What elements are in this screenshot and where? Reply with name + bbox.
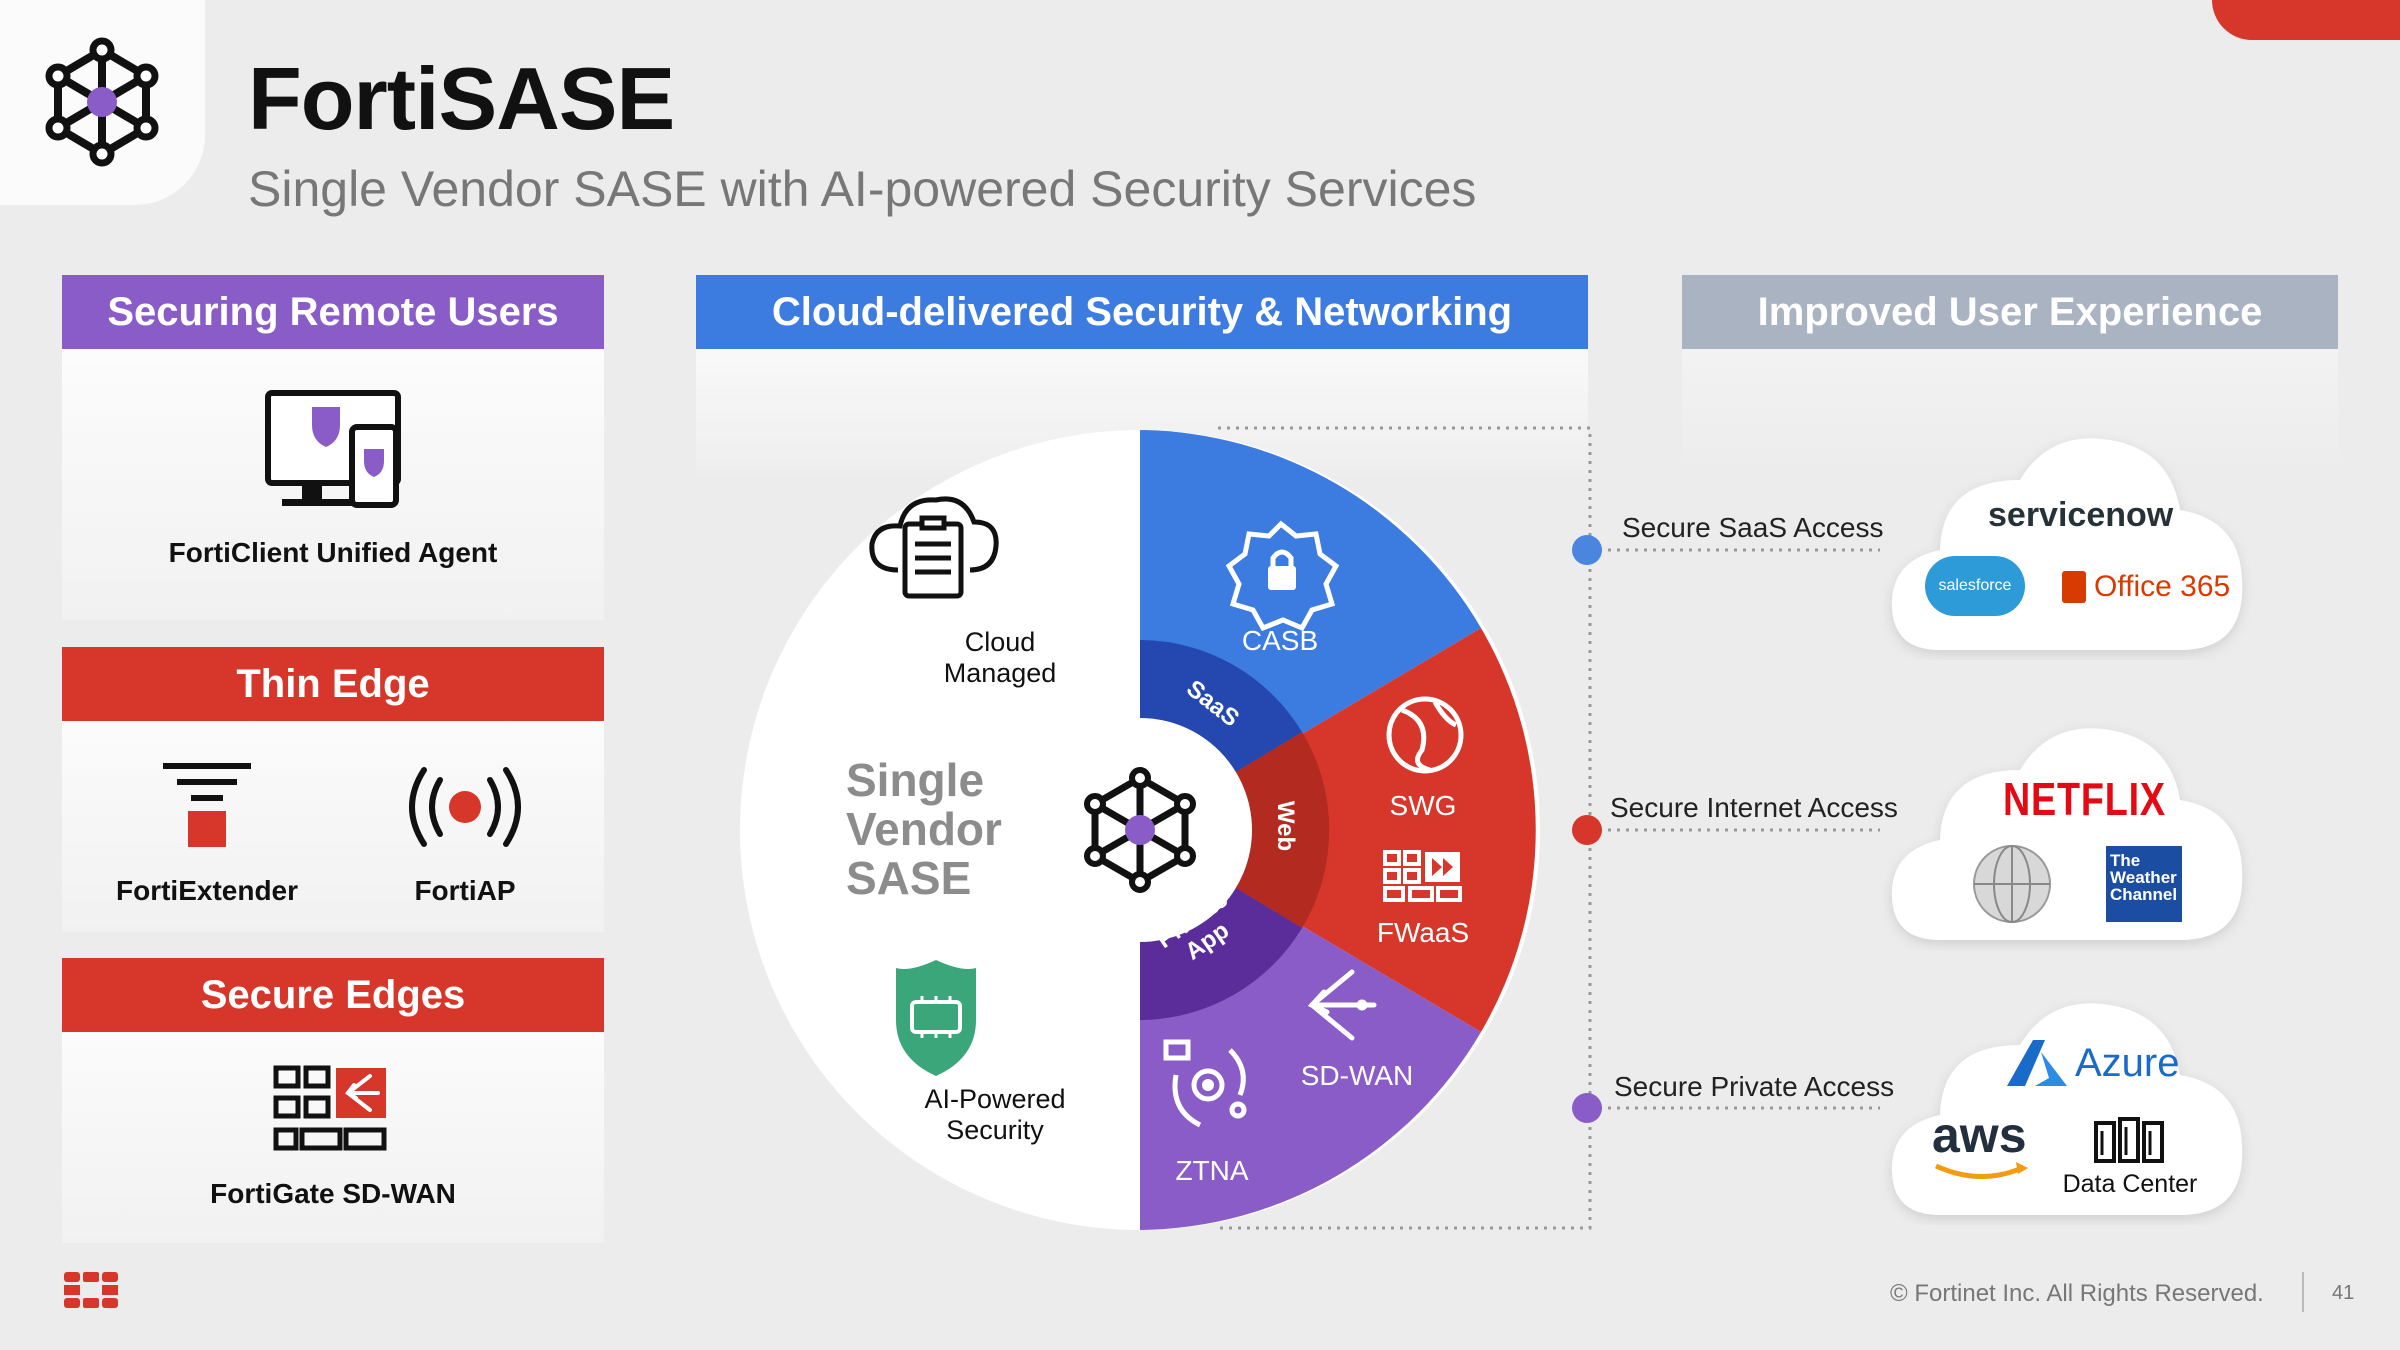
secure-edges-header: Secure Edges: [62, 958, 604, 1032]
salesforce-logo: salesforce: [1925, 556, 2025, 616]
swg-globe-icon: [1386, 696, 1464, 774]
thin-edge-header: Thin Edge: [62, 647, 604, 721]
fwaas-firewall-icon: [1383, 850, 1462, 902]
fortisase-hex-logo-icon: [45, 37, 159, 167]
office-icon: [2062, 571, 2086, 603]
thin-edge-panel: Thin Edge FortiExtender FortiAP: [62, 647, 604, 932]
red-accent-tab: [2212, 0, 2400, 40]
cloud-security-panel: Cloud-delivered Security & Networking: [696, 275, 1588, 475]
netflix-logo: NETFLIX: [2003, 773, 2166, 825]
swg-fwaas-segment: [1140, 628, 1536, 1032]
logo-tile: [0, 0, 205, 205]
fwaas-label: FWaaS: [1376, 917, 1470, 948]
forticlient-label: FortiClient Unified Agent: [168, 537, 498, 568]
aws-logo: aws: [1932, 1110, 2032, 1182]
fortigate-sdwan-icon: [273, 1065, 387, 1151]
ztna-label: ZTNA: [1175, 1155, 1249, 1186]
page-subtitle: Single Vendor SASE with AI-powered Secur…: [248, 161, 1477, 217]
wikipedia-globe-icon: [1973, 845, 2051, 923]
secure-internet-access-label: Secure Internet Access: [1610, 792, 1898, 823]
sase-wheel-diagram: [740, 430, 1540, 1230]
fortiap-icon: [409, 767, 521, 847]
page-title: FortiSASE: [248, 49, 675, 148]
ai-security-label: AI-Powered Security: [924, 1084, 1066, 1145]
sdwan-label: SD-WAN: [1300, 1060, 1414, 1091]
fortigate-sdwan-label: FortiGate SD-WAN: [210, 1178, 456, 1209]
secure-edges-panel: Secure Edges FortiGate SD-WAN: [62, 958, 604, 1243]
fortiap-label: FortiAP: [414, 875, 516, 906]
cloud-managed-label: Cloud Managed: [943, 627, 1057, 688]
swg-label: SWG: [1389, 790, 1457, 821]
remote-users-panel: Securing Remote Users FortiClient Unifie…: [62, 275, 604, 620]
saas-cloud: [1891, 438, 2243, 650]
secure-private-access-label: Secure Private Access: [1614, 1071, 1895, 1102]
datacenter-label: Data Center: [2062, 1170, 2198, 1198]
azure-a-icon: [2007, 1040, 2067, 1086]
azure-logo: Azure: [2005, 1038, 2180, 1088]
page-number: 41: [2332, 1282, 2355, 1304]
secure-saas-access-label: Secure SaaS Access: [1622, 512, 1884, 543]
casb-lock-body: [1268, 566, 1296, 590]
user-experience-header: Improved User Experience: [1682, 275, 2338, 349]
cloud-managed-icon: [869, 496, 999, 599]
datacenter-icon: [2094, 1117, 2164, 1163]
footer-divider: [2302, 1272, 2304, 1312]
cloud-security-header: Cloud-delivered Security & Networking: [696, 275, 1588, 349]
ztna-gear-icon: [1163, 1039, 1247, 1128]
forticlient-devices-icon: [265, 390, 401, 508]
servicenow-logo: servicenow: [1988, 496, 2174, 534]
casb-label: CASB: [1241, 625, 1319, 656]
web-ring-label: Web: [1272, 800, 1300, 852]
fortinet-footer-logo-icon: [64, 1272, 118, 1308]
office365-logo: Office 365: [2062, 570, 2230, 604]
sdwan-arrows-icon: [1307, 969, 1377, 1041]
user-experience-panel: Improved User Experience: [1682, 275, 2338, 475]
copyright-text: © Fortinet Inc. All Rights Reserved.: [1890, 1280, 2264, 1307]
fortiextender-icon: [163, 763, 251, 847]
ai-security-shield-icon: [896, 960, 976, 1076]
single-vendor-sase-text: Single Vendor SASE: [846, 754, 1002, 904]
weather-channel-logo: The Weather Channel: [2106, 846, 2182, 922]
remote-users-header: Securing Remote Users: [62, 275, 604, 349]
casb-lock-icon: [1225, 520, 1340, 632]
fortiextender-label: FortiExtender: [115, 875, 299, 906]
aws-smile-icon: [1934, 1162, 2028, 1179]
